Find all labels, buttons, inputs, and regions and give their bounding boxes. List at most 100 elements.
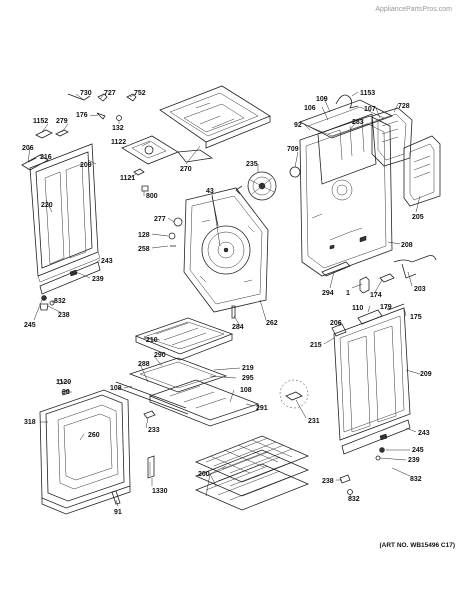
right-side-panel — [331, 303, 411, 455]
callout-label: 231 — [308, 418, 320, 425]
oven-racks — [194, 435, 310, 511]
callout-label: 132 — [112, 125, 124, 132]
oven-back-panel — [183, 187, 269, 313]
callout-label: 709 — [287, 146, 299, 153]
callout-label: 215 — [310, 342, 322, 349]
callout-label: 318 — [24, 419, 36, 426]
art-number: (ART NO. WB15496 C17) — [380, 542, 456, 549]
callout-label: 245 — [24, 322, 36, 329]
bracket-231 — [279, 379, 309, 409]
left-side-panel — [29, 143, 101, 295]
callout-label: 203 — [414, 286, 426, 293]
leader-lines — [27, 91, 421, 507]
burner-plate-1122 — [121, 135, 214, 165]
callout-label: 1120 — [56, 379, 71, 386]
callout-label: 216 — [40, 154, 52, 161]
callout-label: 206 — [22, 145, 34, 152]
callout-label: 262 — [266, 320, 278, 327]
fan-blade-235 — [235, 171, 277, 201]
knob-709 — [289, 166, 301, 178]
callout-label: 260 — [88, 432, 100, 439]
callout-label: 91 — [114, 509, 122, 516]
callout-label: 832 — [410, 476, 422, 483]
callout-label: 290 — [154, 352, 166, 359]
callout-label: 210 — [146, 337, 158, 344]
callout-label: 209 — [80, 162, 92, 169]
callout-label: 277 — [154, 216, 166, 223]
sensor-1330 — [147, 455, 155, 479]
callout-label: 110 — [352, 305, 363, 312]
control-board — [371, 107, 413, 167]
oven-door — [39, 389, 131, 515]
callout-label: 283 — [352, 119, 364, 126]
oven-floor-trays — [115, 317, 260, 427]
callout-label: 288 — [138, 361, 150, 368]
callout-label: 128 — [138, 232, 150, 239]
watermark-text: AppliancePartsPros.com — [375, 6, 452, 13]
callout-label: 108 — [240, 387, 252, 394]
callout-label: 239 — [92, 276, 104, 283]
callout-label: 235 — [246, 161, 258, 168]
callout-label: 238 — [322, 478, 334, 485]
callout-label: 727 — [104, 90, 116, 97]
callout-label: 832 — [54, 298, 66, 305]
right-small-parts — [321, 255, 437, 294]
callout-label: 209 — [420, 371, 432, 378]
callout-label: 1330 — [152, 488, 168, 495]
callout-label: 832 — [348, 496, 360, 503]
callout-label: 294 — [322, 290, 334, 297]
callout-label: 179 — [380, 304, 392, 311]
callout-label: 107 — [364, 106, 376, 113]
callout-label: 291 — [256, 405, 268, 412]
top-cooktop-panel — [159, 85, 271, 149]
callout-label: 1122 — [111, 139, 126, 146]
ring-277 — [173, 217, 183, 227]
callout-label: 270 — [180, 166, 192, 173]
callout-label: 200 — [198, 471, 210, 478]
right-screw-cluster — [339, 447, 385, 495]
callout-label: 1152 — [33, 118, 48, 125]
callout-label: 219 — [242, 365, 254, 372]
callout-label: 106 — [304, 105, 316, 112]
callout-label: 243 — [418, 430, 430, 437]
wire-1153 — [335, 94, 359, 109]
callout-label: 208 — [401, 242, 413, 249]
left-screw-cluster — [39, 295, 55, 311]
callout-label: 108 — [110, 385, 122, 392]
callout-label: 206 — [330, 320, 342, 327]
callout-label: 730 — [80, 90, 92, 97]
callout-label: 258 — [138, 246, 150, 253]
callout-label: 1 — [346, 290, 350, 297]
callout-label: 238 — [58, 312, 70, 319]
callout-label: 175 — [410, 314, 422, 321]
callout-label: 220 — [41, 202, 53, 209]
callout-label: 174 — [370, 292, 382, 299]
washer-128 — [168, 232, 176, 240]
bracket-1121 — [133, 168, 145, 176]
callout-label: 205 — [412, 214, 424, 221]
callout-label: 1153 — [360, 90, 375, 97]
callout-label: 728 — [398, 103, 410, 110]
rear-wall-assembly — [299, 115, 393, 277]
callout-label: 176 — [76, 112, 88, 119]
callout-label: 92 — [294, 122, 302, 129]
callout-label: 243 — [101, 258, 113, 265]
top-left-small-parts — [21, 93, 137, 171]
callout-label: 1121 — [120, 175, 135, 182]
side-cover-205 — [403, 135, 441, 207]
callout-label: 279 — [56, 118, 68, 125]
callout-labels: 730 727 752 1153 1152 279 176 132 109 10… — [22, 90, 432, 516]
callout-label: 239 — [408, 457, 420, 464]
callout-label: 90 — [62, 389, 70, 396]
callout-label: 752 — [134, 90, 146, 97]
callout-label: 245 — [412, 447, 424, 454]
callout-label: 233 — [148, 427, 160, 434]
latch-233 — [143, 410, 156, 419]
callout-label: 800 — [146, 193, 158, 200]
callout-label: 43 — [206, 188, 214, 195]
callout-label: 109 — [316, 96, 328, 103]
clip-800 — [141, 185, 149, 192]
callout-label: 284 — [232, 324, 244, 331]
callout-label: 295 — [242, 375, 254, 382]
